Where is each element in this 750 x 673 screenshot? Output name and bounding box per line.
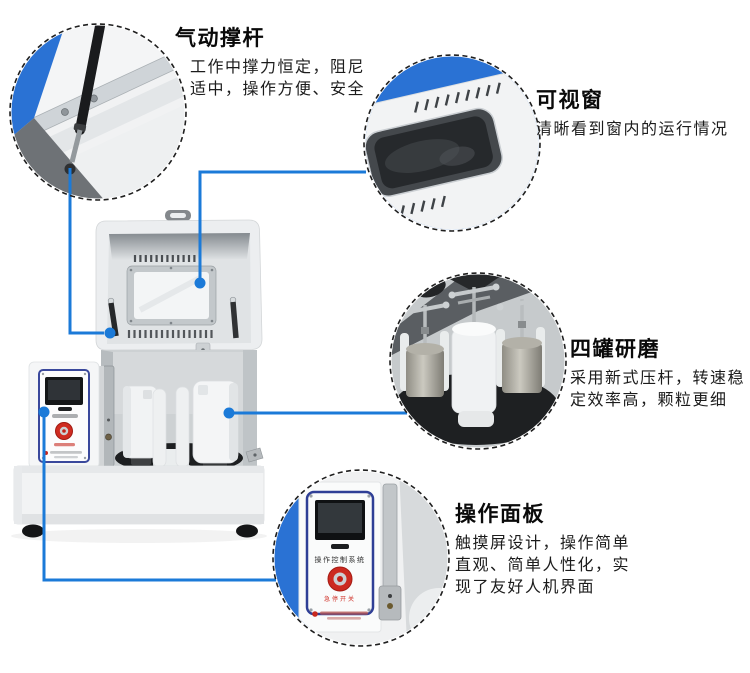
lid-window <box>126 265 217 326</box>
callout-ring <box>272 469 450 647</box>
machine-foot <box>22 524 44 538</box>
front-latch-bar <box>102 365 115 467</box>
callout-photo-pneumatic-rod <box>8 22 188 202</box>
callout-title-control-panel: 操作面板 <box>455 503 545 526</box>
desc-line: 清晰看到窗内的运行情况 <box>536 121 729 139</box>
grinding-jar-left <box>400 301 450 397</box>
gas-strut-right <box>229 296 239 339</box>
desc-line: 现了友好人机界面 <box>455 579 596 597</box>
desc-line: 适中，操作方便、安全 <box>190 81 366 99</box>
connector-dot <box>194 277 206 289</box>
callout-photo-four-jar-grinding <box>388 271 568 451</box>
desc-line: 工作中撑力恒定，阻尼 <box>190 59 366 77</box>
machine-chamber <box>101 350 264 478</box>
callout-title-four-jar-grinding: 四罐研磨 <box>570 338 660 361</box>
gas-strut-left <box>107 297 119 337</box>
grinding-jar-right <box>496 295 548 393</box>
jar-holder-left <box>122 385 159 465</box>
desc-line: 触摸屏设计，操作简单 <box>455 535 631 553</box>
panel-system-label: 操作控制系统 <box>315 555 366 564</box>
jar-holder-right <box>192 380 239 471</box>
callout-ring <box>9 23 187 201</box>
desc-line: 采用新式压杆，转速稳 <box>570 370 746 388</box>
desc-line: 直观、简单人性化，实 <box>455 557 631 575</box>
callout-photo-viewing-window <box>362 53 542 233</box>
desc-line: 定效率高，颗粒更细 <box>570 392 728 410</box>
machine-control-box <box>28 361 104 469</box>
callout-ring <box>363 54 541 232</box>
connector-dot <box>223 407 235 419</box>
callout-viewing-window: 可视窗 清晰看到窗内的运行情况 <box>536 89 729 141</box>
callout-desc-four-jar-grinding: 采用新式压杆，转速稳 定效率高，颗粒更细 <box>570 368 745 412</box>
callout-photo-control-panel: 操作控制系统 急停开关 <box>271 468 451 648</box>
callout-desc-viewing-window: 清晰看到窗内的运行情况 <box>536 119 729 141</box>
backdrop-blue <box>274 471 297 506</box>
callout-desc-control-panel: 触摸屏设计，操作简单 直观、简单人性化，实 现了友好人机界面 <box>455 533 630 599</box>
grinding-jar-center <box>448 283 500 427</box>
connector-line-control-panel <box>42 417 276 582</box>
machine-foot <box>236 524 258 538</box>
machine-lid <box>95 210 263 355</box>
connector-lines <box>42 170 407 582</box>
connector-dot <box>38 406 50 418</box>
window-glass <box>365 107 503 197</box>
callout-title-pneumatic-rod: 气动撑杆 <box>175 27 265 50</box>
connector-line-viewing-window <box>198 170 366 278</box>
callout-pneumatic-rod: 气动撑杆 工作中撑力恒定，阻尼 适中，操作方便、安全 <box>175 27 365 101</box>
hinge-lever <box>378 483 402 621</box>
callout-four-jar-grinding: 四罐研磨 采用新式压杆，转速稳 定效率高，颗粒更细 <box>570 338 745 412</box>
emergency-button-label: 急停开关 <box>324 595 356 603</box>
machine-shadow <box>11 529 267 543</box>
callout-control-panel: 操作面板 触摸屏设计，操作简单 直观、简单人性化，实 现了友好人机界面 <box>455 503 630 599</box>
connector-line-pneumatic-rod <box>68 171 104 335</box>
connector-dots <box>38 277 235 419</box>
machine-base <box>13 465 265 538</box>
callout-title-viewing-window: 可视窗 <box>536 89 604 112</box>
callout-ring <box>389 272 567 450</box>
connector-dot <box>104 327 116 339</box>
callout-desc-pneumatic-rod: 工作中撑力恒定，阻尼 适中，操作方便、安全 <box>190 57 365 101</box>
